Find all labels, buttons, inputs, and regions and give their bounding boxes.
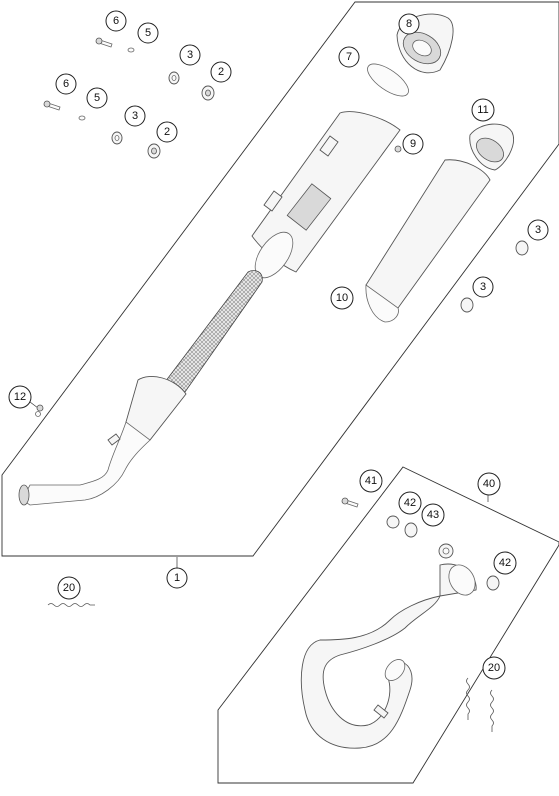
callout-circle [359, 469, 383, 493]
washer-right-upper [515, 240, 529, 256]
callout-7: 7 [338, 46, 360, 68]
assembly-frame-40 [217, 466, 559, 784]
silencer-cone-and-pipe [18, 376, 187, 506]
callout-circle [57, 576, 81, 600]
silencer-shell [365, 159, 491, 323]
callout-3: 3 [472, 276, 494, 298]
callout-number: 11 [477, 104, 488, 116]
callout-43: 43 [421, 503, 445, 527]
callout-circle [166, 567, 188, 589]
washer-right-lower [460, 297, 474, 313]
callout-20: 20 [482, 656, 506, 680]
callout-number: 5 [145, 27, 151, 39]
callout-circle [398, 491, 422, 515]
callout-circle [137, 22, 159, 44]
callout-number: 40 [483, 478, 495, 490]
callout-number: 7 [346, 51, 352, 63]
mesh-insert [161, 270, 263, 394]
callout-circle [179, 44, 201, 66]
callout-number: 2 [218, 66, 224, 78]
callout-number: 8 [406, 18, 412, 30]
callout-6: 6 [105, 10, 127, 32]
hardware-set-upper [95, 37, 215, 101]
callout-number: 6 [113, 15, 119, 27]
spring-right-a [466, 677, 470, 720]
callout-number: 6 [63, 78, 69, 90]
callout-circle [398, 13, 420, 35]
callout-number: 20 [488, 662, 500, 674]
callout-2: 2 [156, 121, 178, 143]
callout-3: 3 [124, 105, 146, 127]
callout-circle [156, 121, 178, 143]
callout-circle [86, 87, 108, 109]
callout-number: 10 [336, 292, 348, 304]
callout-circle [124, 105, 146, 127]
callout-number: 3 [132, 110, 138, 122]
spring-right-b [490, 689, 494, 732]
callout-number: 41 [365, 475, 377, 487]
callout-number: 9 [410, 138, 416, 150]
callout-42: 42 [493, 551, 517, 575]
callout-circle [421, 503, 445, 527]
callout-41: 41 [359, 469, 383, 493]
callout-layer: 6 5 3 2 6 5 3 2 8 7 11 9 3 10 3 12 1 20 41 40 42 43 42 20 [8, 10, 549, 680]
callout-9: 9 [402, 133, 424, 155]
callout-10: 10 [330, 286, 354, 310]
callout-3: 3 [179, 44, 201, 66]
header-pipe [300, 543, 477, 749]
callout-circle [527, 219, 549, 241]
callout-42: 42 [398, 491, 422, 515]
callout-number: 3 [480, 281, 486, 293]
callout-circle [210, 61, 232, 83]
callout-circle [402, 133, 424, 155]
assembly-frame-1 [1, 1, 559, 557]
hardware-set-40 [341, 497, 500, 591]
callout-40: 40 [477, 472, 501, 496]
callout-1: 1 [166, 567, 188, 589]
callout-number: 20 [63, 582, 75, 594]
spring-left [47, 603, 95, 607]
gasket-ring [367, 63, 409, 97]
fastener-12 [35, 404, 44, 417]
callout-6: 6 [55, 73, 77, 95]
callout-3: 3 [527, 219, 549, 241]
callout-5: 5 [86, 87, 108, 109]
callout-number: 1 [174, 572, 180, 584]
silencer-sleeve-inner [251, 111, 401, 279]
hardware-set-lower [43, 100, 161, 159]
callout-circle [471, 98, 495, 122]
callout-number: 3 [187, 49, 193, 61]
callout-number: 42 [499, 557, 511, 569]
callout-5: 5 [137, 22, 159, 44]
callout-8: 8 [398, 13, 420, 35]
callout-number: 43 [427, 509, 439, 521]
callout-number: 12 [14, 391, 26, 403]
callout-11: 11 [471, 98, 495, 122]
callout-number: 3 [535, 224, 541, 236]
callout-circle [8, 385, 32, 409]
callout-2: 2 [210, 61, 232, 83]
silencer-end-cap [396, 13, 454, 74]
rivet-screw [394, 145, 402, 153]
callout-circle [55, 73, 77, 95]
callout-12: 12 [8, 385, 32, 409]
callout-circle [105, 10, 127, 32]
callout-circle [472, 276, 494, 298]
callout-number: 5 [94, 92, 100, 104]
silencer-front-cap [469, 123, 514, 171]
callout-circle [330, 286, 354, 310]
callout-circle [477, 472, 501, 496]
callout-number: 2 [164, 126, 170, 138]
callout-circle [482, 656, 506, 680]
callout-circle [338, 46, 360, 68]
callout-number: 42 [404, 497, 416, 509]
callout-circle [493, 551, 517, 575]
callout-20: 20 [57, 576, 81, 600]
